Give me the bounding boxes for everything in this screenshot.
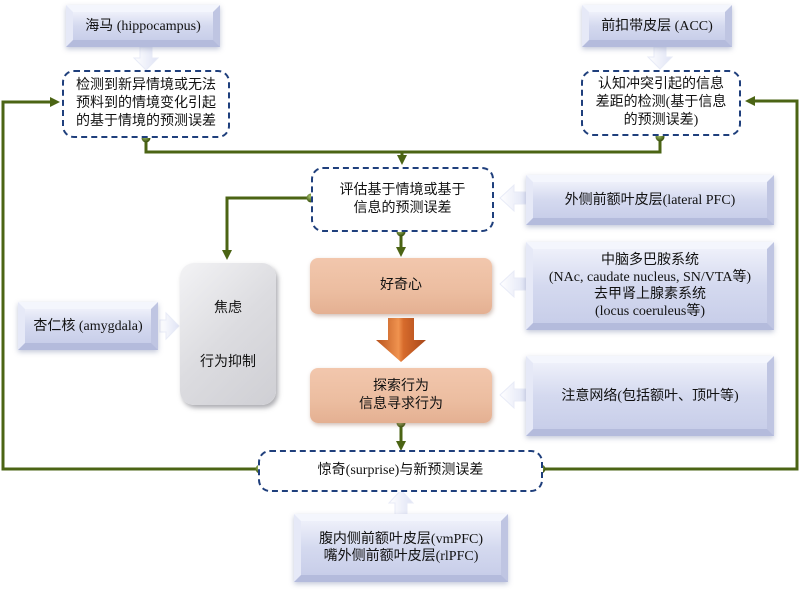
process-evaluate-prediction-error: 评估基于情境或基于 信息的预测误差 (311, 167, 494, 232)
process-evaluate-line: 评估基于情境或基于 (339, 182, 466, 198)
input-arrow-amygdala (159, 311, 180, 341)
state-curiosity: 好奇心 (310, 258, 492, 314)
region-hippocampus-label: 海马 (hippocampus) (85, 18, 201, 34)
process-info-line: 的预测误差) (623, 113, 699, 128)
process-evaluate-line: 信息的预测误差 (353, 200, 452, 216)
input-arrow-attention (499, 380, 529, 410)
state-exploration-line: 信息寻求行为 (359, 396, 443, 412)
process-context-prediction-error: 检测到新异情境或无法 预料到的情境变化引起 的基于情境的预测误差 (62, 70, 230, 138)
region-dopamine-line: 中脑多巴胺系统 (601, 253, 699, 268)
input-arrow-acc (646, 46, 674, 70)
region-hippocampus: 海马 (hippocampus) (66, 5, 220, 47)
region-attention-network: 注意网络(包括额叶、顶叶等) (526, 356, 774, 436)
region-dopamine-line: 去甲肾上腺素系统 (594, 287, 706, 302)
process-surprise-label: 惊奇(surprise)与新预测误差 (317, 463, 484, 478)
region-lateral-pfc: 外侧前额叶皮层(lateral PFC) (526, 175, 774, 225)
region-acc-label: 前扣带皮层 (ACC) (601, 18, 713, 34)
state-exploration: 探索行为 信息寻求行为 (310, 368, 492, 423)
state-curiosity-label: 好奇心 (380, 278, 422, 293)
state-anxiety-label: 焦虑 (214, 301, 242, 316)
input-arrow-dopamine (499, 269, 529, 299)
process-context-line: 检测到新异情境或无法 (76, 78, 216, 93)
state-exploration-line: 探索行为 (373, 378, 429, 394)
process-context-line: 预料到的情境变化引起 (76, 96, 216, 111)
process-surprise: 惊奇(surprise)与新预测误差 (258, 450, 543, 492)
state-inhibition-label: 行为抑制 (200, 355, 256, 370)
region-acc: 前扣带皮层 (ACC) (582, 5, 732, 47)
region-vmpfc-rlpfc: 腹内侧前额叶皮层(vmPFC) 嘴外侧前额叶皮层(rlPFC) (294, 514, 508, 582)
region-amygdala-label: 杏仁核 (amygdala) (33, 318, 143, 334)
process-info-line: 差距的检测(基于信息 (595, 95, 727, 110)
region-dopamine-system: 中脑多巴胺系统 (NAc, caudate nucleus, SN/VTA等) … (526, 242, 774, 330)
region-attention-label: 注意网络(包括额叶、顶叶等) (561, 388, 739, 404)
process-context-line: 的基于情境的预测误差 (76, 114, 216, 129)
region-vmpfc-line: 腹内侧前额叶皮层(vmPFC) (318, 532, 484, 547)
region-lateral-pfc-label: 外侧前额叶皮层(lateral PFC) (564, 192, 736, 208)
input-arrow-lateral-pfc (499, 183, 529, 213)
process-info-line: 认知冲突引起的信息 (597, 77, 724, 92)
curiosity-down-arrow (376, 318, 426, 362)
state-anxiety-box: 焦虑 行为抑制 (180, 263, 276, 405)
connector-evaluate-to-anxiety (222, 196, 311, 260)
input-arrow-hippocampus (132, 46, 160, 71)
region-amygdala: 杏仁核 (amygdala) (18, 302, 158, 350)
region-dopamine-line: (NAc, caudate nucleus, SN/VTA等) (548, 270, 752, 285)
process-info-prediction-error: 认知冲突引起的信息 差距的检测(基于信息 的预测误差) (581, 70, 741, 136)
region-dopamine-line: (locus coeruleus等) (594, 304, 706, 319)
connector-context-to-evaluate (144, 138, 662, 154)
region-vmpfc-line: 嘴外侧前额叶皮层(rlPFC) (323, 549, 479, 564)
input-arrow-vmpfc (387, 489, 415, 516)
